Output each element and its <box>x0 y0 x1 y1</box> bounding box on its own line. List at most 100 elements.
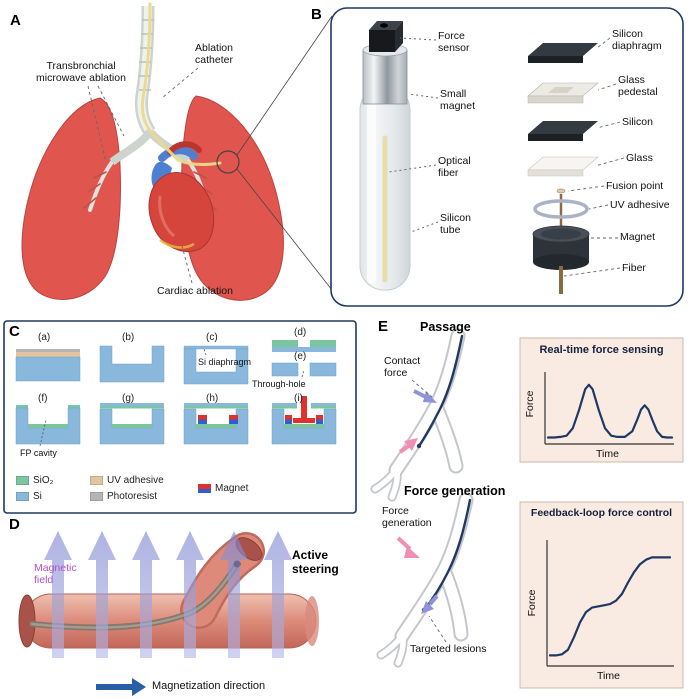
si-swatch <box>16 492 29 501</box>
field-arrow <box>176 531 204 658</box>
force-sensing-xlabel: Time <box>596 448 619 460</box>
sensor-probe <box>359 21 411 291</box>
step-i-label: (i) <box>294 393 303 404</box>
panel-a-illustration <box>21 2 333 301</box>
tube-highlight <box>367 92 376 284</box>
silicon-tube-label: Silicon tube <box>440 212 471 237</box>
contact-force-arrow <box>413 389 437 403</box>
glass-label: Glass <box>626 152 653 164</box>
photoresist-swatch <box>90 492 103 501</box>
fiber-label: Fiber <box>622 262 646 274</box>
ablation-catheter-label: Ablation catheter <box>195 42 233 67</box>
fusion-point-mark <box>556 188 566 194</box>
step-c-label: (c) <box>206 332 218 343</box>
panel-d-illustration <box>18 531 319 696</box>
lesion-contact-arrow <box>421 594 439 614</box>
targeted-lesions-leader <box>428 615 447 643</box>
contact-force-label: Contact force <box>384 355 421 380</box>
force-generation-label: Force generation <box>382 505 432 530</box>
step-h-label: (h) <box>206 393 219 404</box>
active-steering-label: Active steering <box>292 548 339 576</box>
legend-label: Si <box>33 491 42 502</box>
force-sensor-label: Force sensor <box>438 30 470 55</box>
passage-heading: Passage <box>420 320 471 334</box>
panel-d-letter: D <box>9 516 20 533</box>
silicon-plate <box>528 121 598 141</box>
step-d-diagram <box>272 340 336 352</box>
targeted-l esions-label: Targeted lesions <box>410 643 487 655</box>
inset-panel-box <box>330 7 684 307</box>
uv-adhesive-swatch <box>90 476 103 485</box>
stack-leader-lines <box>563 37 625 277</box>
field-arrow <box>220 531 248 658</box>
force-control-chart-title: Feedback-loop force control <box>530 507 673 519</box>
field-arrow <box>132 531 160 658</box>
magnetization-direction-label: Magnetization direction <box>152 680 266 692</box>
panel-c-illustration <box>3 320 357 514</box>
glass-plate <box>527 156 599 177</box>
force-control-chart <box>519 501 684 689</box>
step-e-diagram <box>271 362 337 378</box>
heart <box>148 141 215 253</box>
chart-frame <box>519 501 684 689</box>
panel-b-letter: B <box>311 6 322 23</box>
force-generation-heading: Force generation <box>404 484 506 498</box>
si-diaphragm-annotation: Si diaphragm <box>198 357 252 367</box>
sio2-swatch <box>16 476 29 485</box>
legend-item-magnet: Magnet <box>198 483 248 494</box>
silicon-diaphragm-label: Silicon diaphragm <box>612 28 662 53</box>
force-sensing-curve <box>546 383 674 439</box>
magnetization-arrow <box>96 678 146 696</box>
field-arrow <box>44 531 72 658</box>
through-hole-annotation: Through-hole <box>252 379 306 389</box>
force-control-xlabel: Time <box>597 670 620 682</box>
chart-frame <box>519 337 684 463</box>
step-a-diagram <box>15 349 81 382</box>
ablation-catheter-line <box>140 2 222 167</box>
magnet-cylinder <box>532 225 590 270</box>
glass-pedestal-label: Glass pedestal <box>618 74 658 99</box>
catheter-in-airway-passage <box>417 334 464 448</box>
legend-item-photoresist: Photoresist <box>90 491 157 502</box>
panel-a-leader-lines <box>87 67 199 284</box>
glass-pedestal-plate <box>527 82 599 104</box>
step-a-label: (a) <box>38 332 51 343</box>
legend-item-si: Si <box>16 491 42 502</box>
legend-label: Photoresist <box>107 491 158 502</box>
step-d-label: (d) <box>294 327 307 338</box>
legend-item-sio2: SiO₂ <box>16 475 54 486</box>
fabrication-panel-box <box>3 320 357 514</box>
uv-adhesive-ring <box>533 199 589 219</box>
field-arrow <box>264 531 292 658</box>
force-sensing-ylabel: Force <box>524 390 536 418</box>
magnification-lines <box>236 15 333 291</box>
magnetic-field-label: Magnetic field <box>34 562 77 587</box>
step-b-label: (b) <box>122 332 135 343</box>
reaction-force-arrow <box>398 438 418 454</box>
contact-force-leader <box>411 379 433 398</box>
force-control-curve <box>548 556 672 657</box>
legend-label: SiO₂ <box>33 475 54 486</box>
silicon-label: Silicon <box>622 116 653 128</box>
exploded-stack <box>527 43 599 294</box>
panel-c-letter: C <box>9 323 20 340</box>
magnetic-field-arrows <box>44 531 292 658</box>
step-b-diagram <box>99 345 165 383</box>
panel-e-illustration <box>370 328 684 689</box>
force-sensing-chart-title: Real-time force sensing <box>539 344 664 356</box>
small-magnet-label: Small magnet <box>440 88 476 113</box>
step-f-label: (f) <box>38 393 48 404</box>
optical-fiber-label: Optical fiber <box>438 155 471 180</box>
step-i-diagram <box>271 396 337 445</box>
magnet-label: Magnet <box>620 231 656 243</box>
transbronchial-label: Transbronchial microwave ablation <box>36 60 126 85</box>
silicon-diaphragm-plate <box>528 43 598 63</box>
uv-adhesive-label: UV adhesive <box>610 199 670 211</box>
step-f-diagram <box>15 405 81 447</box>
magnification-circle <box>216 150 240 174</box>
chart-axes <box>546 540 674 667</box>
lungs <box>21 95 284 301</box>
panel-a-letter: A <box>10 12 21 29</box>
